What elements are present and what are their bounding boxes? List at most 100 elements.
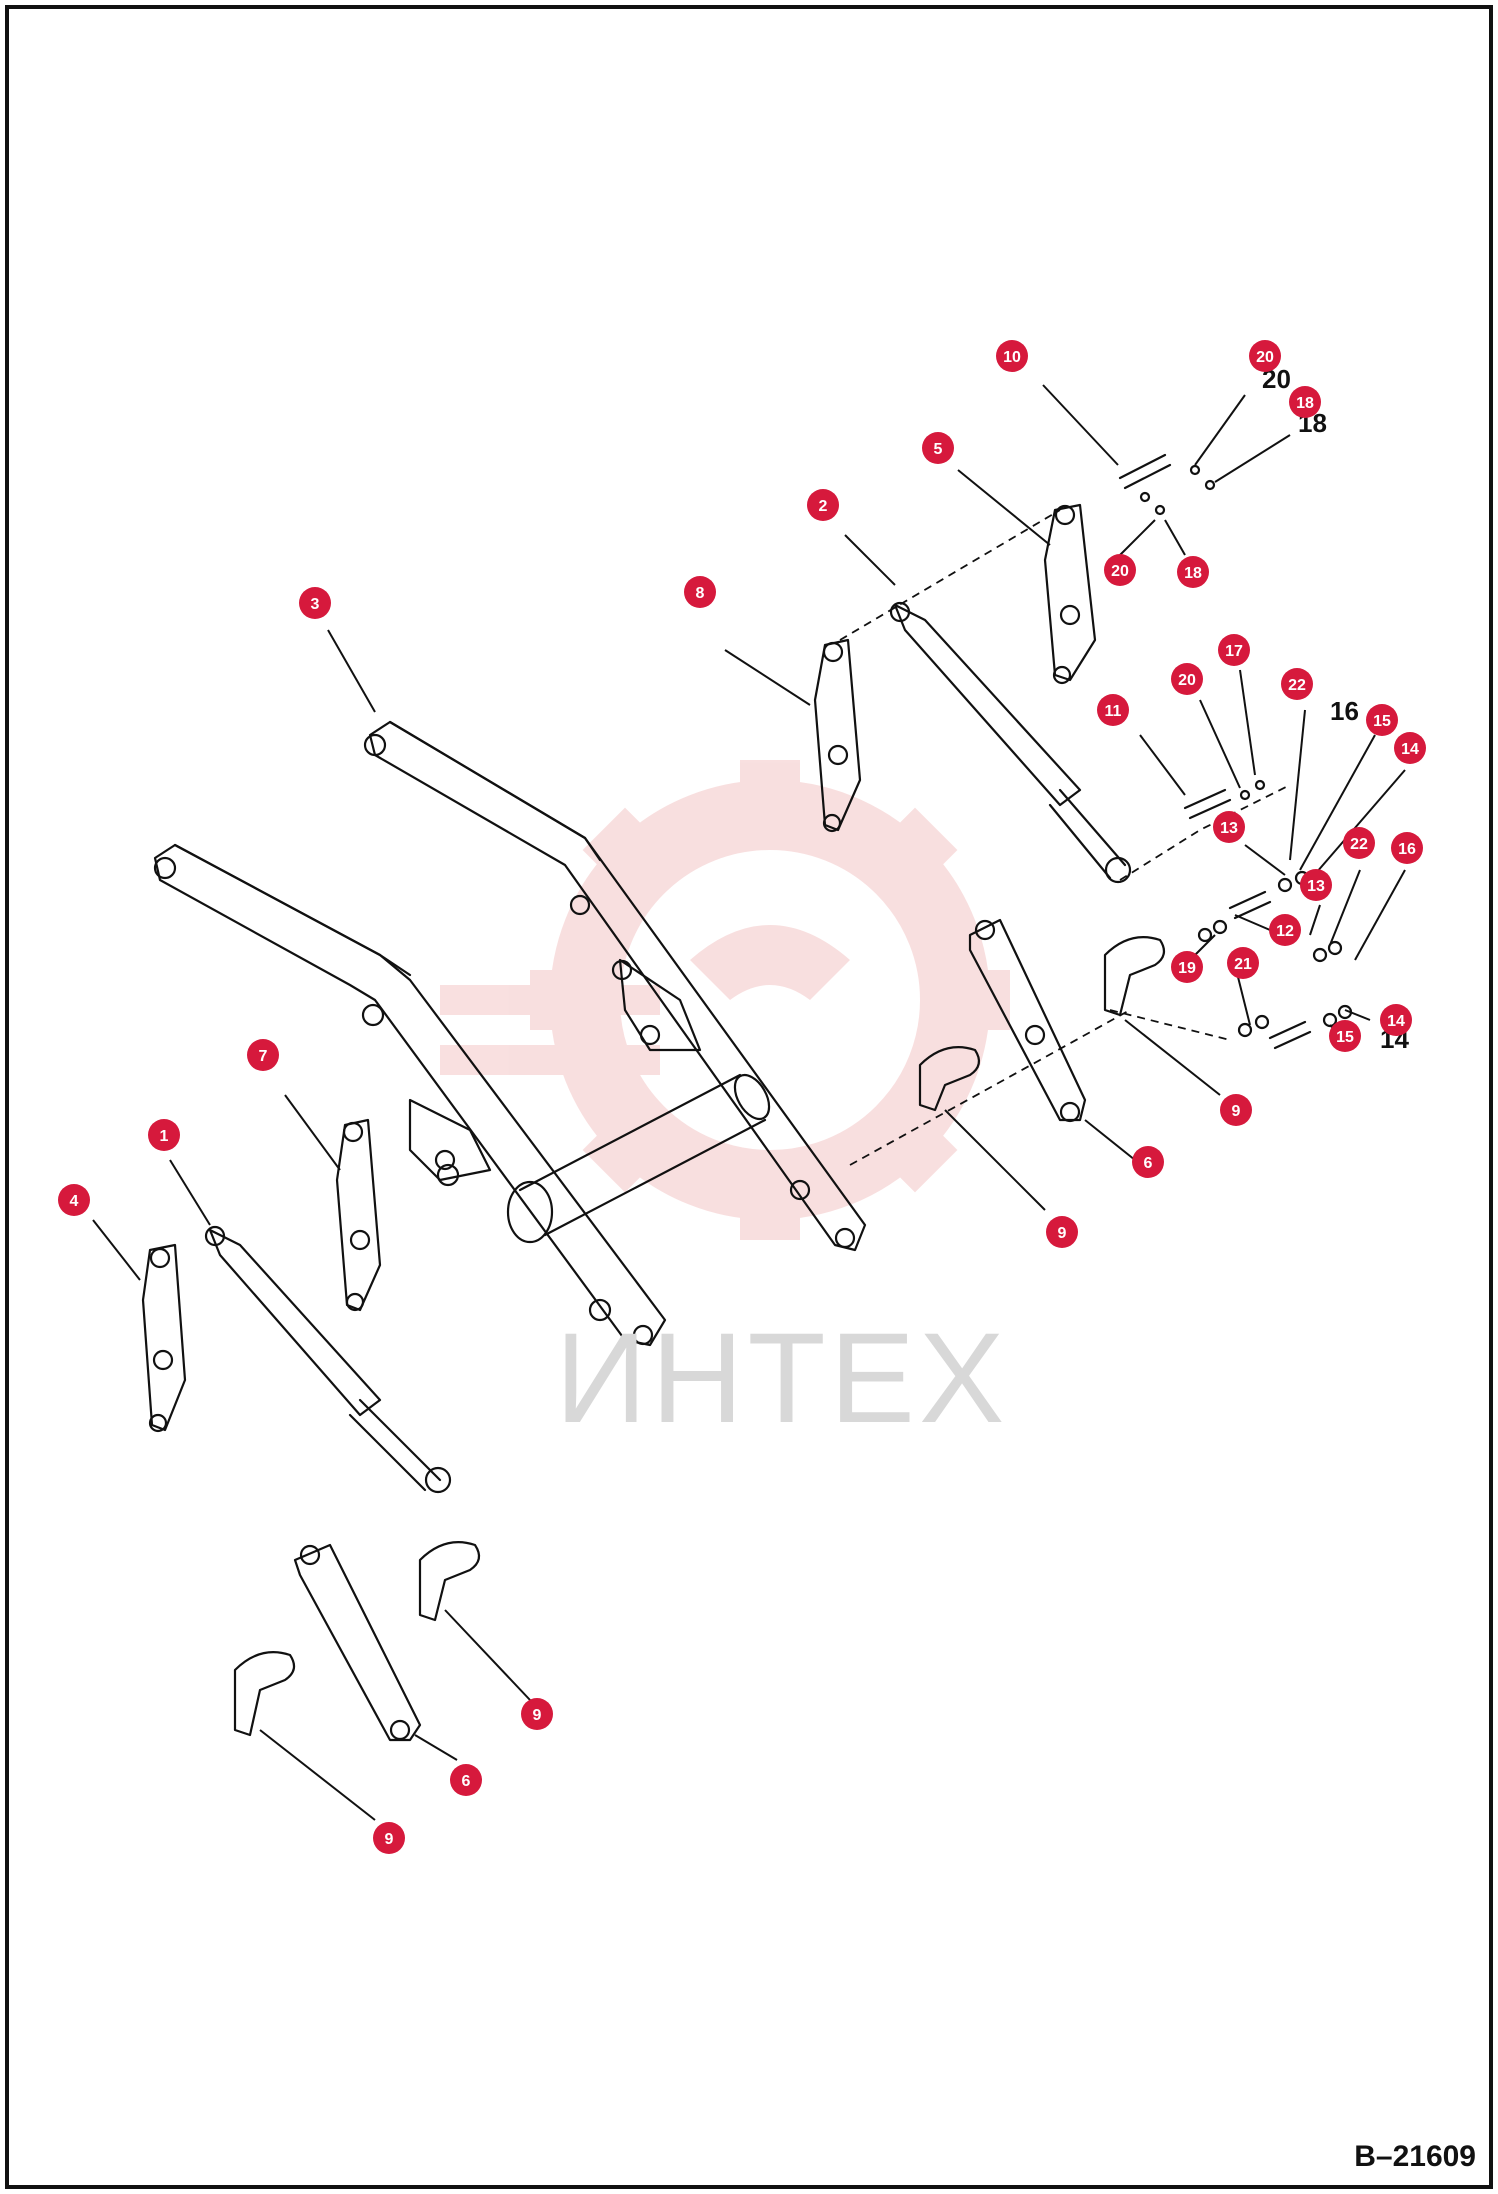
callout-label: 9 bbox=[1232, 1103, 1241, 1120]
callout-label: 8 bbox=[696, 585, 705, 602]
line-art bbox=[141, 453, 1353, 1742]
callout-circle bbox=[1220, 1094, 1252, 1126]
callout-circle bbox=[1177, 556, 1209, 588]
callout-22: 22 bbox=[1281, 668, 1313, 700]
callout-label: 6 bbox=[462, 1773, 471, 1790]
callout-label: 5 bbox=[934, 441, 943, 458]
callout-circle bbox=[521, 1698, 553, 1730]
callout-label: 1 bbox=[160, 1128, 169, 1145]
drawing-number: B–21609 bbox=[1354, 2140, 1476, 2173]
callout-7: 7 bbox=[247, 1039, 279, 1071]
callout-circle bbox=[1097, 694, 1129, 726]
callout-label: 13 bbox=[1220, 820, 1238, 837]
callout-circle bbox=[1171, 951, 1203, 983]
callout-circle bbox=[148, 1119, 180, 1151]
callout-label: 20 bbox=[1256, 349, 1274, 366]
link-4 bbox=[141, 1243, 187, 1432]
callout-label: 20 bbox=[1111, 563, 1129, 580]
callout-label: 7 bbox=[259, 1048, 268, 1065]
link-8 bbox=[813, 638, 862, 832]
callout-6: 6 bbox=[450, 1764, 482, 1796]
callout-circle bbox=[299, 587, 331, 619]
callout-label: 9 bbox=[385, 1831, 394, 1848]
callout-circle bbox=[1380, 1004, 1412, 1036]
callout-label: 10 bbox=[1003, 349, 1021, 366]
callout-label: 22 bbox=[1350, 836, 1368, 853]
callout-13: 13 bbox=[1213, 811, 1245, 843]
tilt-cylinder-lower bbox=[208, 1228, 442, 1492]
callout-circle bbox=[1104, 554, 1136, 586]
callout-circle bbox=[1366, 704, 1398, 736]
callout-16: 16 bbox=[1391, 832, 1423, 864]
printed-number-16: 16 bbox=[1330, 696, 1359, 726]
callout-label: 14 bbox=[1387, 1013, 1405, 1030]
callout-9: 9 bbox=[521, 1698, 553, 1730]
callout-circle bbox=[1046, 1216, 1078, 1248]
callout-circle bbox=[1171, 663, 1203, 695]
bracket-9-b bbox=[1103, 936, 1166, 1017]
cross-tube bbox=[518, 1073, 767, 1237]
callout-14: 14 bbox=[1394, 732, 1426, 764]
leader-lines bbox=[92, 384, 1406, 1821]
callout-label: 22 bbox=[1288, 677, 1306, 694]
callout-20: 20 bbox=[1249, 340, 1281, 372]
callout-circle bbox=[996, 340, 1028, 372]
callout-circle bbox=[1394, 732, 1426, 764]
callout-15: 15 bbox=[1329, 1020, 1361, 1052]
callout-20: 20 bbox=[1104, 554, 1136, 586]
callout-circle bbox=[247, 1039, 279, 1071]
callout-4: 4 bbox=[58, 1184, 90, 1216]
pin-lower bbox=[1268, 1020, 1312, 1050]
callout-label: 2 bbox=[819, 498, 828, 515]
callout-label: 11 bbox=[1105, 703, 1122, 720]
callout-11: 11 bbox=[1097, 694, 1129, 726]
callout-label: 9 bbox=[533, 1707, 542, 1724]
callout-9: 9 bbox=[1220, 1094, 1252, 1126]
callout-6: 6 bbox=[1132, 1146, 1164, 1178]
callout-circle bbox=[1269, 914, 1301, 946]
callout-label: 18 bbox=[1296, 395, 1314, 412]
callout-9: 9 bbox=[373, 1822, 405, 1854]
callout-circle bbox=[684, 576, 716, 608]
callout-label: 19 bbox=[1178, 960, 1196, 977]
callout-circle bbox=[922, 432, 954, 464]
callout-18: 18 bbox=[1177, 556, 1209, 588]
callout-circle bbox=[1289, 386, 1321, 418]
bracket-9-c bbox=[418, 1541, 481, 1622]
callout-15: 15 bbox=[1366, 704, 1398, 736]
callout-circle bbox=[1343, 827, 1375, 859]
callout-9: 9 bbox=[1046, 1216, 1078, 1248]
link-5 bbox=[1043, 503, 1097, 682]
tilt-cylinder-upper bbox=[893, 603, 1127, 880]
callout-circle bbox=[450, 1764, 482, 1796]
callout-label: 9 bbox=[1058, 1225, 1067, 1242]
callout-circle bbox=[1218, 634, 1250, 666]
link-6-upper bbox=[968, 918, 1087, 1122]
watermark-text: ИНТЕХ bbox=[555, 1307, 1009, 1450]
callout-circle bbox=[1249, 340, 1281, 372]
callout-circle bbox=[1300, 869, 1332, 901]
callout-8: 8 bbox=[684, 576, 716, 608]
alignment-lines bbox=[839, 509, 1291, 1166]
callout-label: 17 bbox=[1225, 643, 1243, 660]
pin-12 bbox=[1228, 890, 1272, 920]
callout-label: 15 bbox=[1336, 1029, 1354, 1046]
pin-10 bbox=[1118, 453, 1172, 490]
callout-circle bbox=[1281, 668, 1313, 700]
callout-circle bbox=[1391, 832, 1423, 864]
callout-10: 10 bbox=[996, 340, 1028, 372]
callout-17: 17 bbox=[1218, 634, 1250, 666]
callout-label: 15 bbox=[1373, 713, 1391, 730]
callout-circle bbox=[58, 1184, 90, 1216]
watermark-gear-logo bbox=[440, 760, 1010, 1240]
callout-3: 3 bbox=[299, 587, 331, 619]
callout-18: 18 bbox=[1289, 386, 1321, 418]
callout-circle bbox=[1132, 1146, 1164, 1178]
callout-label: 20 bbox=[1178, 672, 1196, 689]
link-7 bbox=[335, 1118, 382, 1312]
callout-5: 5 bbox=[922, 432, 954, 464]
bracket-9-a bbox=[918, 1046, 981, 1112]
callout-label: 6 bbox=[1144, 1155, 1153, 1172]
